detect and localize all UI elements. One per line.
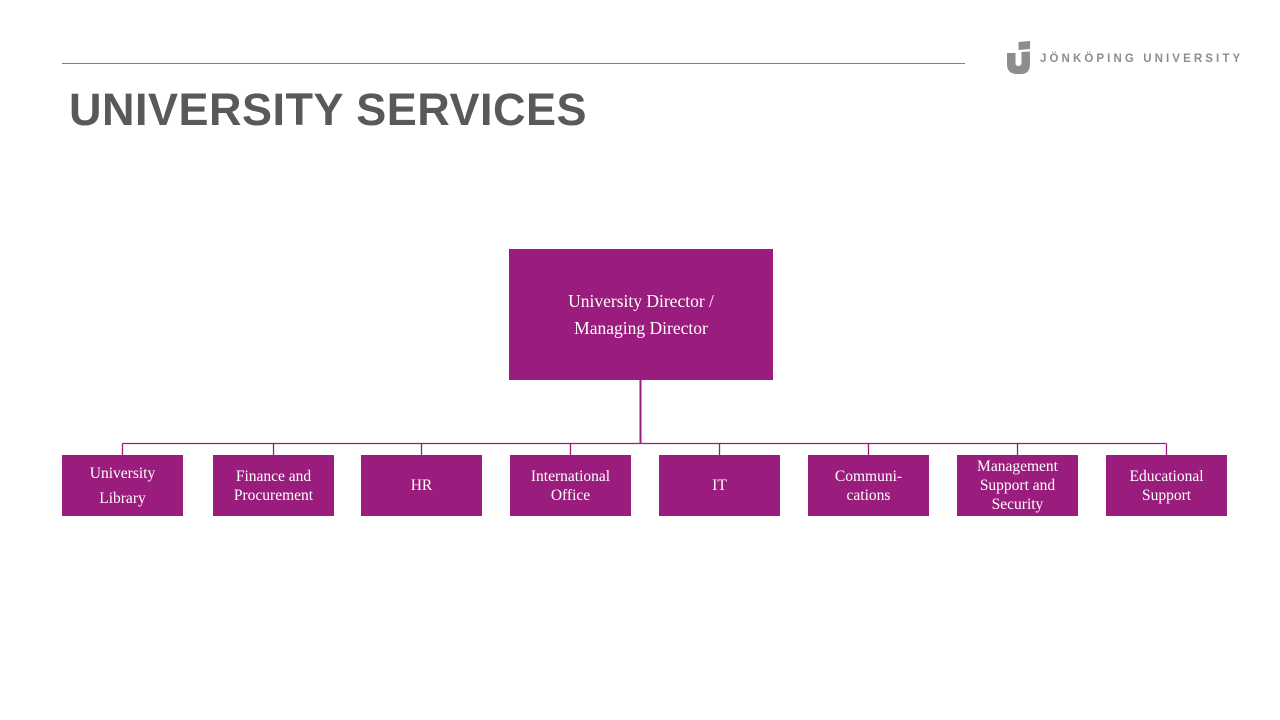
org-node-hr: HR (361, 455, 482, 516)
org-node-label: HR (410, 477, 433, 494)
org-node-label: International Office (530, 467, 611, 504)
org-node-label: Management Support and Security (977, 458, 1058, 513)
org-node-label: IT (712, 477, 727, 494)
org-node-university-director: University Director / Managing Director (509, 249, 773, 380)
org-node-university-library: University Library (62, 455, 183, 516)
org-node-label: University Director / Managing Director (568, 290, 714, 338)
org-node-label: Communi- cations (834, 467, 903, 504)
org-node-management-support-and-security: Management Support and Security (957, 455, 1078, 516)
university-logo: JÖNKÖPING UNIVERSITY (1006, 41, 1243, 76)
org-node-label: Educational Support (1129, 467, 1204, 504)
org-node-label: Finance and Procurement (233, 467, 314, 504)
org-node-international-office: International Office (510, 455, 631, 516)
org-node-finance-and-procurement: Finance and Procurement (213, 455, 334, 516)
org-node-educational-support: Educational Support (1106, 455, 1227, 516)
header-divider (62, 63, 965, 64)
org-node-communications: Communi- cations (808, 455, 929, 516)
org-node-it: IT (659, 455, 780, 516)
org-node-label: University Library (89, 464, 156, 507)
ju-monogram-icon (1006, 41, 1031, 76)
logo-text: JÖNKÖPING UNIVERSITY (1040, 52, 1244, 65)
page-title: UNIVERSITY SERVICES (69, 84, 587, 135)
